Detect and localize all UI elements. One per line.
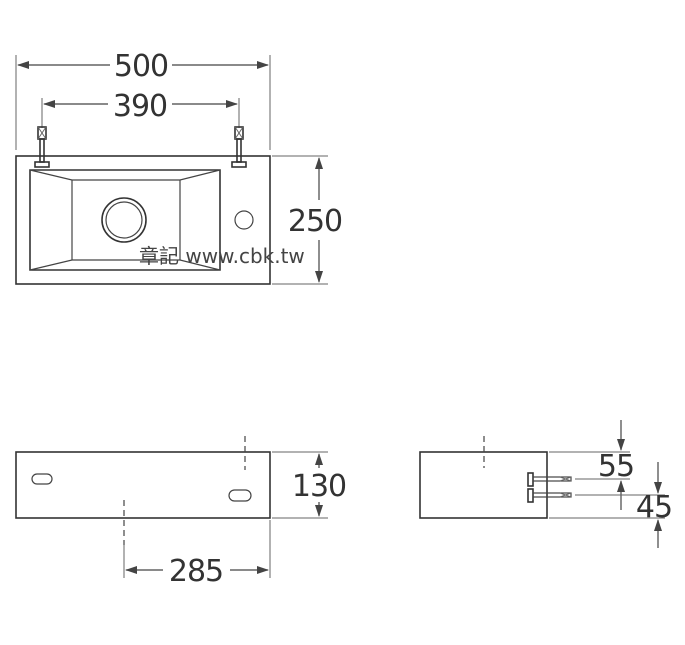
dimension-250-label: 250 bbox=[288, 204, 342, 239]
watermark: 章記 www.cbk.tw bbox=[139, 244, 305, 268]
top-view: 500 390 bbox=[15, 49, 343, 285]
front-view: 130 285 bbox=[15, 436, 347, 589]
fixing-lower bbox=[527, 488, 572, 503]
dimension-500-label: 500 bbox=[114, 49, 168, 84]
side-view: 55 45 bbox=[419, 420, 673, 548]
dimension-45-label: 45 bbox=[636, 490, 672, 525]
dimension-390-label: 390 bbox=[113, 89, 167, 124]
tap-hole bbox=[234, 210, 254, 230]
drain-inner bbox=[105, 201, 143, 239]
basin-outline-front bbox=[15, 451, 271, 519]
fixing-upper bbox=[527, 472, 572, 487]
drain-outer bbox=[101, 197, 147, 243]
basin-outline-top bbox=[15, 155, 271, 285]
slot-right bbox=[228, 489, 252, 502]
dimension-285-label: 285 bbox=[169, 554, 223, 589]
dimension-55-label: 55 bbox=[598, 449, 634, 484]
tap-left bbox=[34, 126, 50, 168]
tap-right bbox=[231, 126, 247, 168]
slot-left bbox=[31, 473, 53, 485]
dimension-130-label: 130 bbox=[292, 469, 346, 504]
